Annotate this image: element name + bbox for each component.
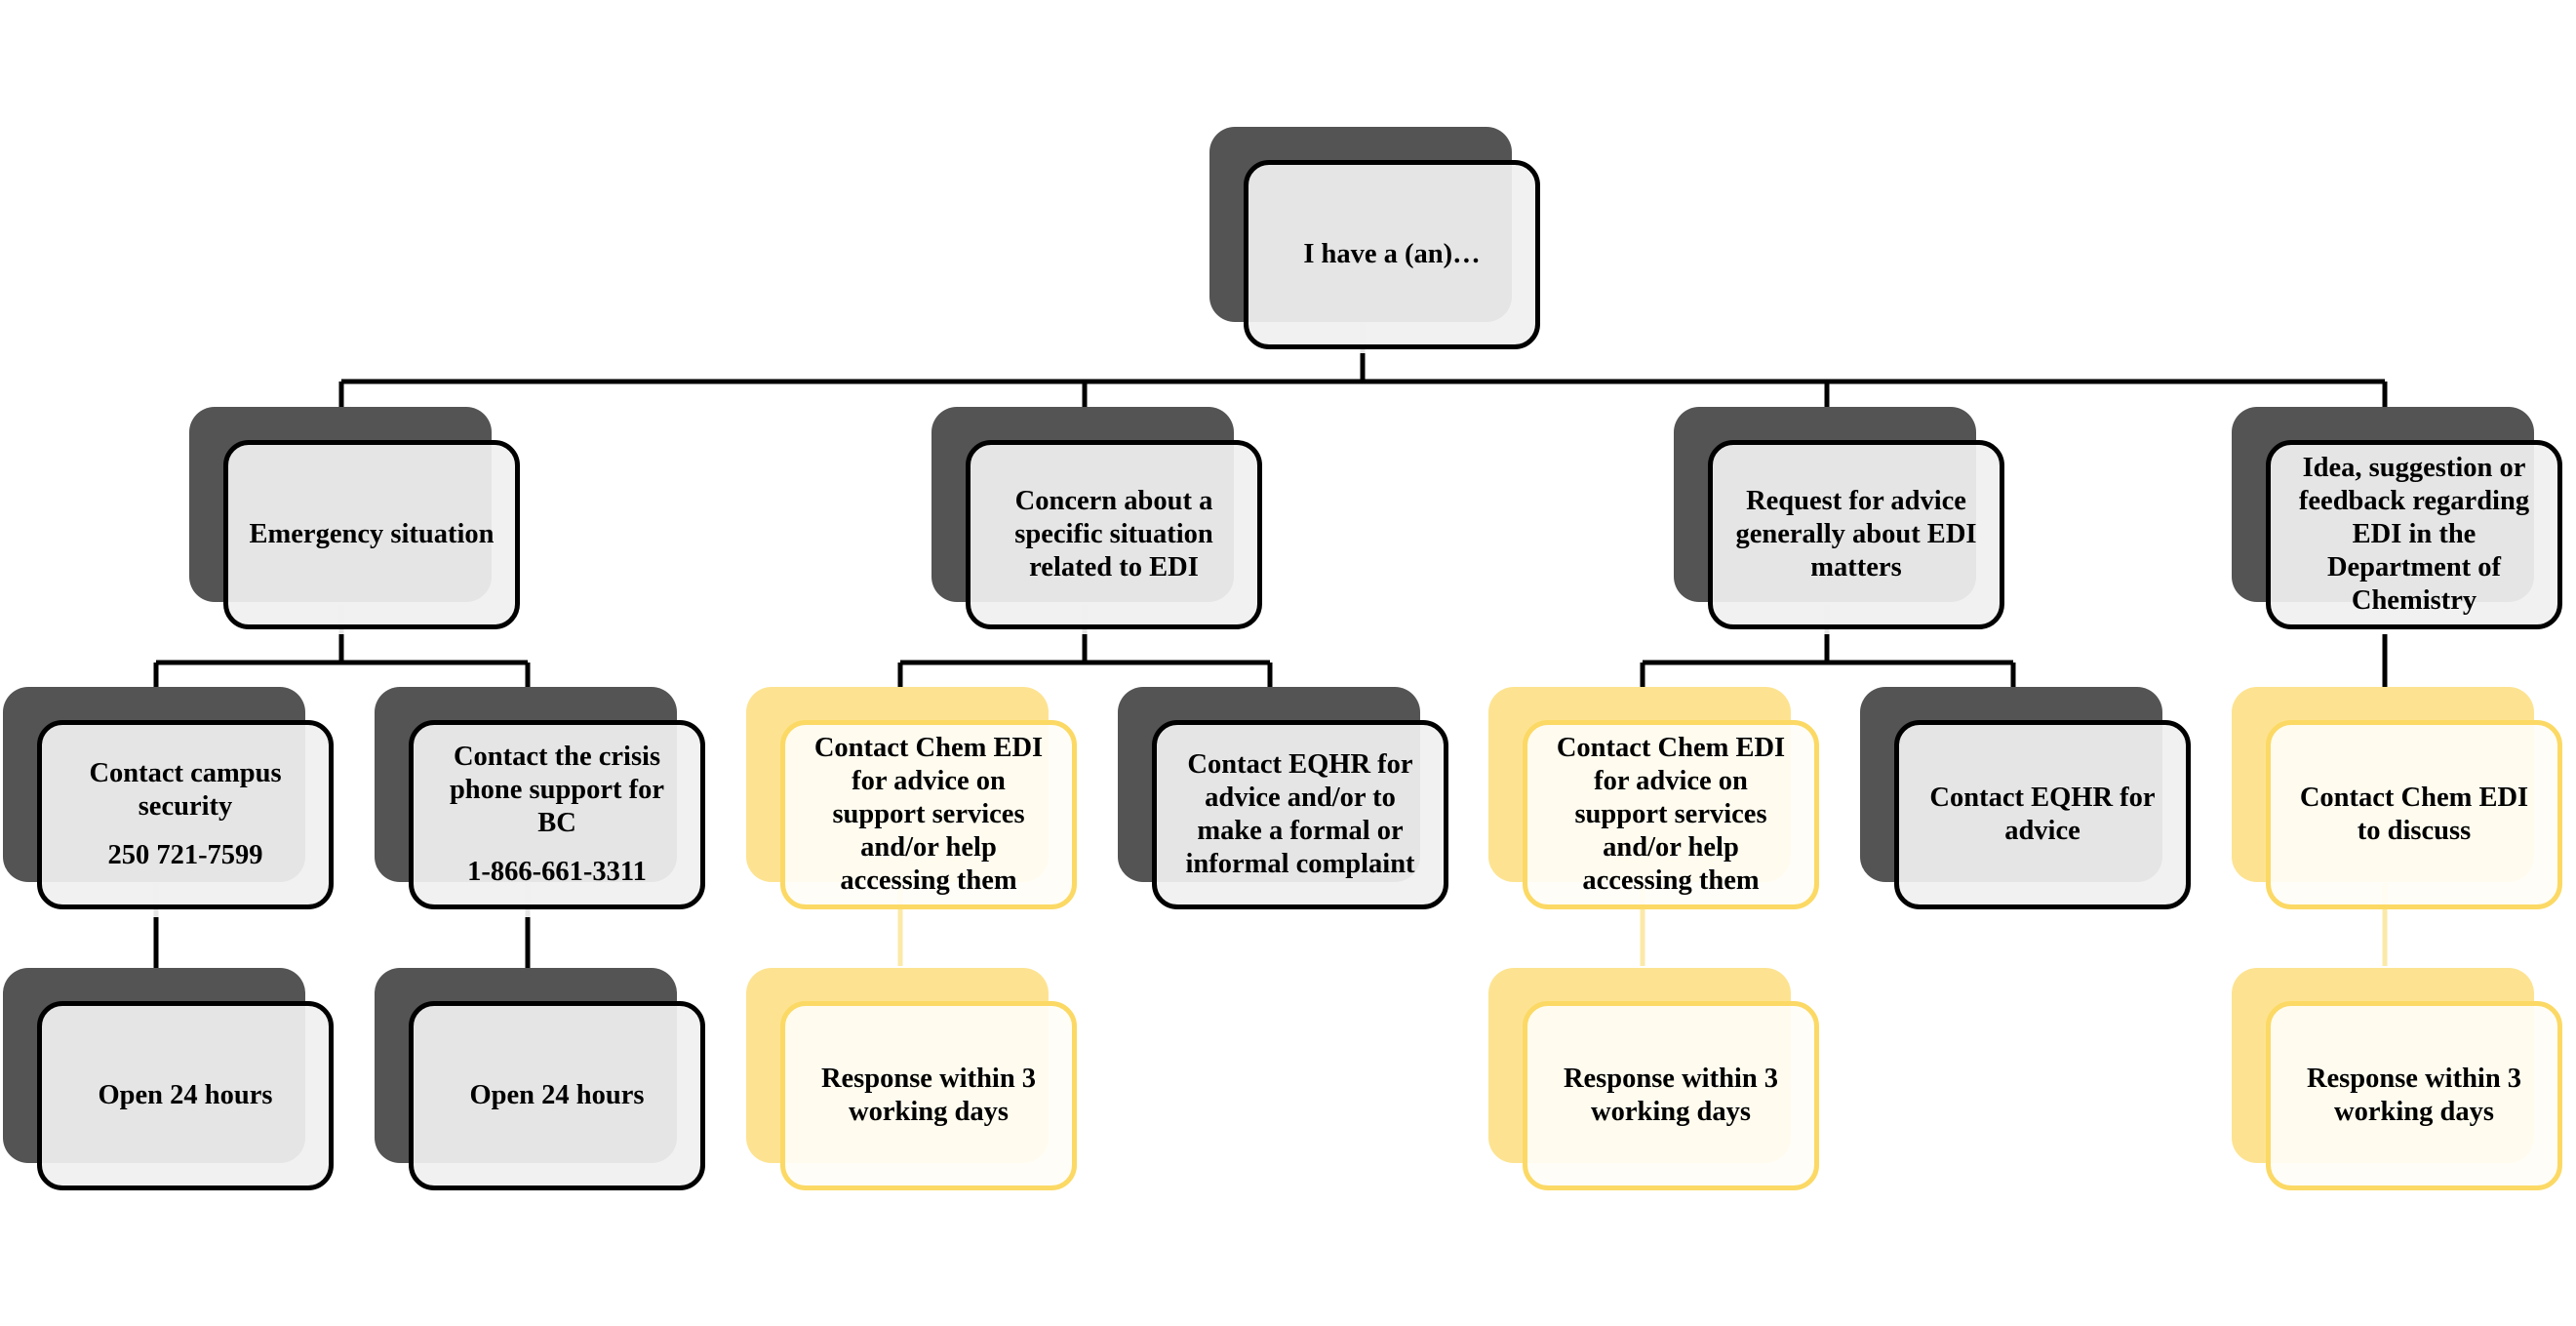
action-label: Contact Chem EDI to discuss [2299, 783, 2529, 846]
node-box: Contact EQHR for advice [1894, 720, 2191, 909]
response-time-node: Response within 3 working days [746, 968, 1083, 1196]
node-box: Response within 3 working days [1523, 1001, 1819, 1190]
node-box: Request for advice generally about EDI m… [1708, 440, 2004, 629]
node-box: Concern about a specific situation relat… [966, 440, 1262, 629]
node-box: Response within 3 working days [780, 1001, 1077, 1190]
node-box: Response within 3 working days [2266, 1001, 2562, 1190]
phone-number: 250 721-7599 [107, 840, 263, 870]
action-node-chem-edi: Contact Chem EDI to discuss [2232, 687, 2568, 915]
action-label: Contact EQHR for advice and/or to make a… [1185, 749, 1415, 879]
node-box: Contact EQHR for advice and/or to make a… [1152, 720, 1448, 909]
action-node-chem-edi: Contact Chem EDI for advice on support s… [1488, 687, 1825, 915]
response-time-node: Response within 3 working days [1488, 968, 1825, 1196]
node-box: Open 24 hours [37, 1001, 334, 1190]
action-node-crisis-line: Contact the crisis phone support for BC … [375, 687, 711, 915]
follow-up-label: Response within 3 working days [2306, 1064, 2522, 1127]
root-label: I have a (an)… [1303, 239, 1481, 269]
category-label: Concern about a specific situation relat… [1014, 486, 1213, 583]
action-label: Contact campus security [89, 758, 282, 822]
category-label: Idea, suggestion or feedback regarding E… [2298, 453, 2530, 616]
category-node-emergency: Emergency situation [189, 407, 526, 635]
action-node-eqhr: Contact EQHR for advice [1860, 687, 2197, 915]
action-node-campus-security: Contact campus security 250 721-7599 [3, 687, 339, 915]
follow-up-label: Response within 3 working days [820, 1064, 1037, 1127]
category-label: Emergency situation [249, 519, 495, 549]
category-node-concern: Concern about a specific situation relat… [931, 407, 1268, 635]
action-node-chem-edi: Contact Chem EDI for advice on support s… [746, 687, 1083, 915]
node-box: Contact Chem EDI for advice on support s… [1523, 720, 1819, 909]
follow-up-label: Response within 3 working days [1563, 1064, 1779, 1127]
node-box: Contact campus security 250 721-7599 [37, 720, 334, 909]
action-label: Contact EQHR for advice [1929, 783, 2156, 846]
category-label: Request for advice generally about EDI m… [1735, 486, 1977, 583]
action-label: Contact Chem EDI for advice on support s… [813, 733, 1044, 896]
action-label: Contact the crisis phone support for BC [449, 742, 665, 838]
category-node-advice: Request for advice generally about EDI m… [1674, 407, 2010, 635]
category-node-idea: Idea, suggestion or feedback regarding E… [2232, 407, 2568, 635]
response-time-node: Response within 3 working days [2232, 968, 2568, 1196]
action-label: Contact Chem EDI for advice on support s… [1556, 733, 1786, 896]
hours-node: Open 24 hours [375, 968, 711, 1196]
node-box: Emergency situation [223, 440, 520, 629]
follow-up-label: Open 24 hours [98, 1080, 273, 1110]
node-box: Idea, suggestion or feedback regarding E… [2266, 440, 2562, 629]
node-box: Contact the crisis phone support for BC … [409, 720, 705, 909]
action-node-eqhr: Contact EQHR for advice and/or to make a… [1118, 687, 1454, 915]
hours-node: Open 24 hours [3, 968, 339, 1196]
follow-up-label: Open 24 hours [469, 1080, 645, 1110]
node-box: Contact Chem EDI to discuss [2266, 720, 2562, 909]
node-box: Open 24 hours [409, 1001, 705, 1190]
node-box: I have a (an)… [1244, 160, 1540, 349]
phone-number: 1-866-661-3311 [467, 857, 647, 887]
root-node: I have a (an)… [1209, 127, 1546, 355]
node-box: Contact Chem EDI for advice on support s… [780, 720, 1077, 909]
